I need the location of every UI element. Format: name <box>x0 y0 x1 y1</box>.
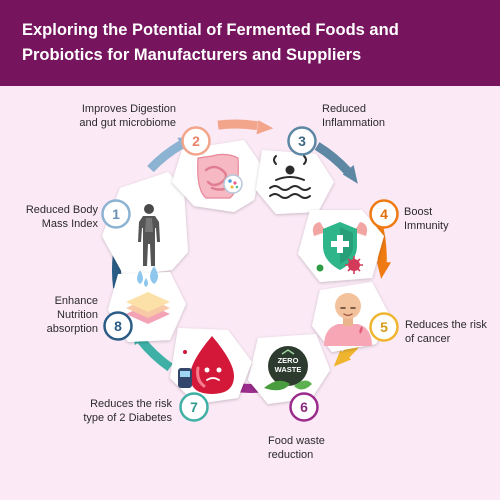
step-label-2-line2: and gut microbiome <box>79 117 176 129</box>
step-label-1: Reduced Body Mass Index <box>10 203 98 231</box>
step-label-4-line1: Boost <box>404 206 433 218</box>
step-label-4: Boost Immunity <box>404 205 494 233</box>
step-badge-1: 1 <box>101 199 131 229</box>
step-label-1-line2: Mass Index <box>41 218 98 230</box>
benefits-cycle-diagram: ZERO WASTE 1 2 3 4 <box>101 119 399 422</box>
human-body-icon <box>138 204 160 266</box>
step-label-6-line1: Food waste <box>268 435 325 447</box>
zero-waste-text-line1: ZERO <box>278 356 299 365</box>
step-number-5: 5 <box>380 319 388 335</box>
step-label-7-line2: type of 2 Diabetes <box>83 412 172 424</box>
step-label-2: Improves Digestion and gut microbiome <box>50 102 176 130</box>
zero-waste-text-line2: WASTE <box>275 365 302 374</box>
step-label-3: Reduced Inflammation <box>322 102 442 130</box>
step-badge-6: 6 <box>289 392 319 422</box>
cycle-arrow-2-3 <box>217 119 274 135</box>
step-label-5-line1: Reduces the risk <box>405 319 487 331</box>
step-number-3: 3 <box>298 133 306 149</box>
step-badge-5: 5 <box>369 312 399 342</box>
step-number-7: 7 <box>190 399 198 415</box>
step-label-7: Reduces the risk type of 2 Diabetes <box>40 397 172 425</box>
step-label-8: Enhance Nutrition absorption <box>10 294 98 336</box>
cancer-patient-icon <box>324 293 372 346</box>
step-label-3-line2: Inflammation <box>322 117 385 129</box>
step-badge-7: 7 <box>179 392 209 422</box>
nutrition-layers-icon <box>126 266 170 324</box>
step-label-5: Reduces the risk of cancer <box>405 318 497 346</box>
step-badge-2: 2 <box>181 126 211 156</box>
header-banner: Exploring the Potential of Fermented Foo… <box>0 0 500 86</box>
step-label-1-line1: Reduced Body <box>25 204 98 216</box>
diabetes-blood-drop-icon <box>178 336 234 394</box>
step-number-4: 4 <box>380 206 388 222</box>
cycle-arrow-3-4 <box>314 142 358 184</box>
step-label-8-line3: absorption <box>46 323 98 335</box>
title-line-1: Exploring the Potential of Fermented Foo… <box>22 21 399 39</box>
step-label-7-line1: Reduces the risk <box>90 398 172 410</box>
step-badge-4: 4 <box>369 199 399 229</box>
step-label-8-line2: Nutrition <box>57 309 98 321</box>
step-label-6-line2: reduction <box>268 449 314 461</box>
step-badge-3: 3 <box>287 126 317 156</box>
step-label-5-line2: of cancer <box>405 333 451 345</box>
step-number-6: 6 <box>300 399 308 415</box>
intestine-icon <box>197 153 243 199</box>
step-label-4-line2: Immunity <box>404 220 449 232</box>
tile-3 <box>256 150 334 214</box>
zero-waste-icon: ZERO WASTE <box>264 346 312 391</box>
step-label-2-line1: Improves Digestion <box>81 103 176 115</box>
page-title: Exploring the Potential of Fermented Foo… <box>22 18 492 68</box>
step-label-6: Food waste reduction <box>268 434 378 462</box>
title-line-2: Probiotics for Manufacturers and Supplie… <box>22 46 362 64</box>
step-label-3-line1: Reduced <box>322 103 367 115</box>
step-number-1: 1 <box>112 206 120 222</box>
step-number-8: 8 <box>114 318 122 334</box>
step-number-2: 2 <box>192 133 200 149</box>
step-badge-8: 8 <box>103 311 133 341</box>
step-label-8-line1: Enhance <box>54 295 98 307</box>
inflammation-icon <box>269 155 311 199</box>
immunity-shield-icon <box>312 222 368 274</box>
